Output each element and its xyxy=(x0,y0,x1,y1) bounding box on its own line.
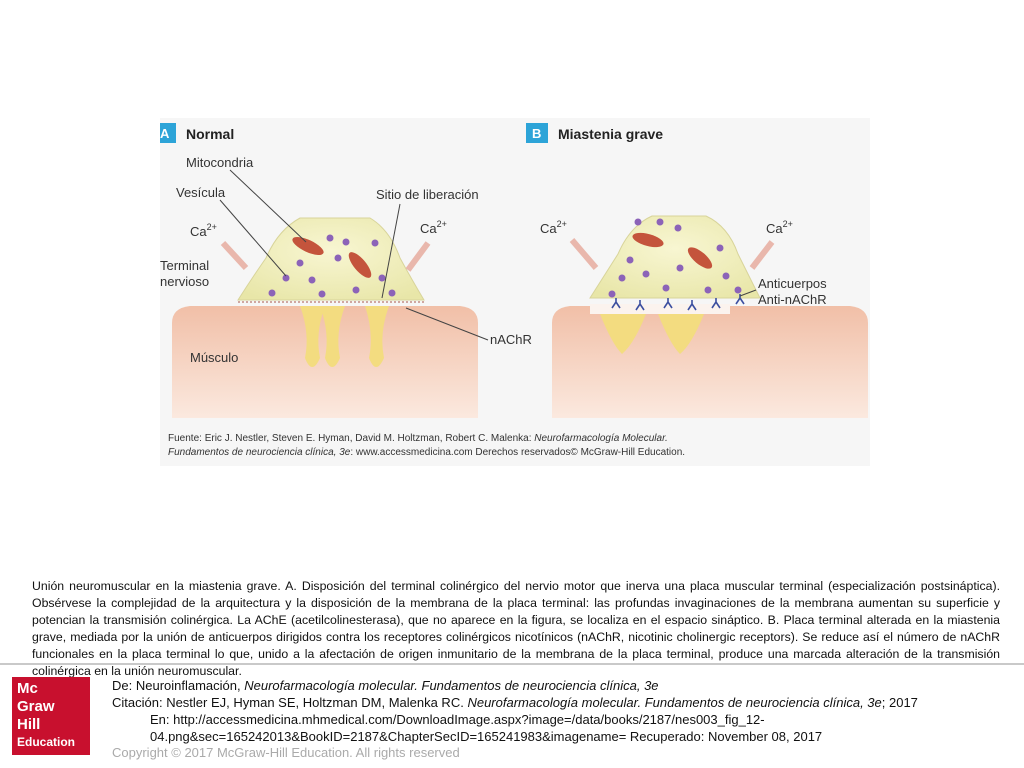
label-ca-b-left: Ca2+ xyxy=(540,219,567,236)
junctional-fold-a3 xyxy=(365,306,389,367)
calcium-channel-b-right xyxy=(749,240,775,270)
label-musculo: Músculo xyxy=(190,350,238,365)
badge-a-letter: A xyxy=(160,126,170,141)
citation-from: De: Neuroinflamación, Neurofarmacología … xyxy=(112,678,659,693)
mitochondrion-b1 xyxy=(632,232,664,248)
label-ca-b-right: Ca2+ xyxy=(766,219,793,236)
label-terminal-line2: nervioso xyxy=(160,274,209,289)
figure-panel: A Normal B Miastenia grave Mitocondria V… xyxy=(160,118,870,466)
label-anticuerpos-line2: Anti-nAChR xyxy=(758,292,827,307)
label-mitocondria: Mitocondria xyxy=(186,155,254,170)
label-vesicula: Vesícula xyxy=(176,185,226,200)
mitochondrion-a1 xyxy=(292,236,324,256)
label-terminal-line1: Terminal xyxy=(160,258,209,273)
panel-a-title: Normal xyxy=(186,126,234,142)
junctional-fold-a1 xyxy=(300,306,325,367)
pointer-line-antibodies xyxy=(739,289,757,297)
calcium-channel-a-right xyxy=(405,241,431,272)
citation-url[interactable]: En: http://accessmedicina.mhmedical.com/… xyxy=(150,712,765,727)
calcium-channel-a-left xyxy=(220,240,249,271)
badge-b-letter: B xyxy=(532,126,541,141)
source-book-subtitle: Fundamentos de neurociencia clínica, 3e xyxy=(168,447,351,458)
source-rights: : www.accessmedicina.com Derechos reserv… xyxy=(350,447,686,458)
source-authors: Fuente: Eric J. Nestler, Steven E. Hyman… xyxy=(168,433,535,444)
mitochondrion-b2 xyxy=(687,247,713,269)
synaptic-cleft-b xyxy=(590,304,730,314)
muscle-a xyxy=(172,306,478,418)
citation-reference: Citación: Nestler EJ, Hyman SE, Holtzman… xyxy=(112,695,918,710)
junctional-fold-b1 xyxy=(600,314,646,354)
label-nachr: nAChR xyxy=(490,332,532,347)
antibodies-b xyxy=(611,294,745,311)
copyright-notice: Copyright © 2017 McGraw-Hill Education. … xyxy=(112,745,460,760)
label-anticuerpos-line1: Anticuerpos xyxy=(758,276,827,291)
source-book-title: Neurofarmacología Molecular. xyxy=(534,433,668,444)
logo-line1: Mc xyxy=(17,680,38,697)
mcgraw-hill-logo: Mc Graw Hill Education xyxy=(12,677,90,755)
junctional-fold-b2 xyxy=(658,314,704,354)
badge-a xyxy=(160,123,176,143)
divider xyxy=(0,663,1024,665)
panel-b-title: Miastenia grave xyxy=(558,126,663,142)
citation-url-cont: 04.png&sec=165242013&BookID=2187&Chapter… xyxy=(150,729,823,744)
vesicles-a xyxy=(268,234,396,298)
synapse-diagram: A Normal B Miastenia grave Mitocondria V… xyxy=(160,123,868,418)
logo-line2: Graw xyxy=(17,698,55,715)
nerve-terminal-a xyxy=(237,217,425,301)
junctional-fold-a2 xyxy=(320,306,345,367)
calcium-channel-b-left xyxy=(569,238,599,270)
label-sitio: Sitio de liberación xyxy=(376,187,479,202)
citation-block: De: Neuroinflamación, Neurofarmacología … xyxy=(112,677,1012,745)
figure-caption: Unión neuromuscular en la miastenia grav… xyxy=(32,579,1000,678)
pointer-lines-a xyxy=(219,169,489,341)
figure-source: Fuente: Eric J. Nestler, Steven E. Hyman… xyxy=(168,432,858,460)
logo-line3: Hill xyxy=(17,716,41,733)
muscle-b xyxy=(552,306,868,418)
badge-b xyxy=(526,123,548,143)
vesicles-b xyxy=(608,218,742,298)
logo-line4: Education xyxy=(17,735,76,749)
label-ca-a-left: Ca2+ xyxy=(190,222,217,239)
label-ca-a-right: Ca2+ xyxy=(420,219,447,236)
mitochondrion-a2 xyxy=(348,252,372,278)
